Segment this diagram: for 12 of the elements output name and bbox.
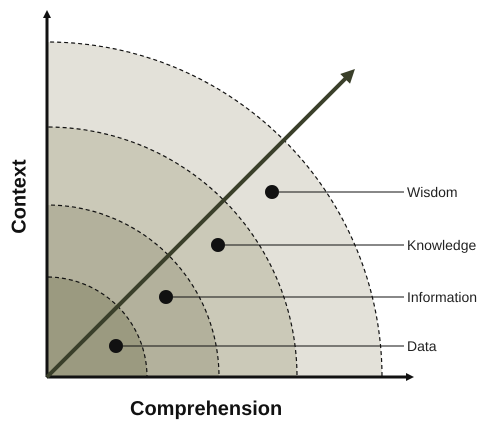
axis-title: Context (8, 159, 32, 234)
dot-marker (211, 238, 225, 252)
zone-label: Information (407, 289, 478, 305)
zone-label: Wisdom (407, 184, 458, 200)
zone-label: Data (407, 338, 437, 354)
dot-marker (265, 185, 279, 199)
dot-marker (109, 339, 123, 353)
dot-marker (159, 290, 173, 304)
leader-line (172, 296, 404, 298)
axis-title: Comprehension (130, 398, 282, 421)
leader-line (224, 244, 404, 246)
zone-label: Knowledge (407, 237, 476, 253)
